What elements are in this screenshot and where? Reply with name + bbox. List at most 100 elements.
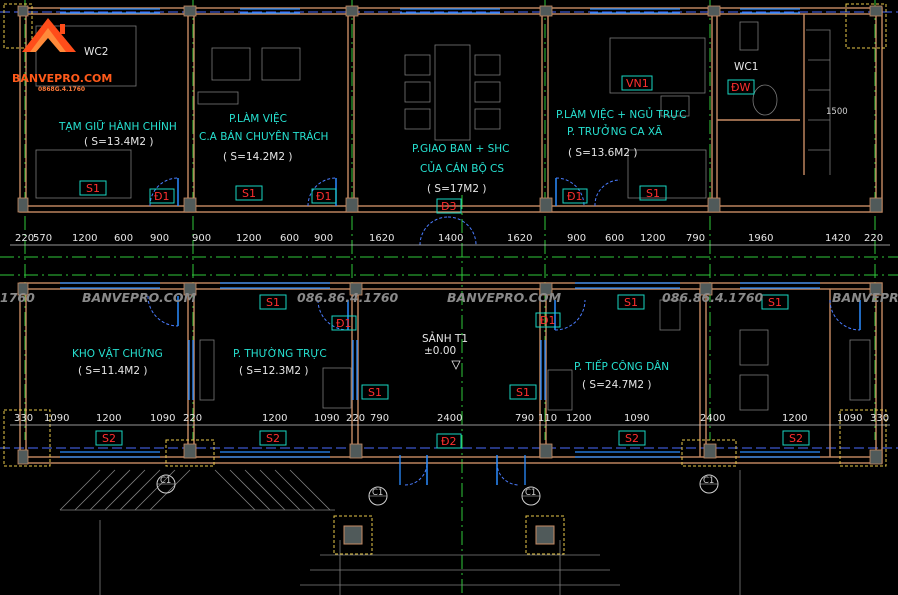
svg-text:S1: S1 — [624, 296, 638, 309]
dim-bottom: 1090 — [837, 413, 862, 424]
dim-top: 570 — [33, 233, 52, 244]
column-marker: C1 — [521, 486, 541, 506]
dim-bottom: 220 — [346, 413, 365, 424]
tag-box: S1 — [79, 180, 107, 196]
tag-box: S2 — [95, 430, 123, 446]
svg-text:Đ1: Đ1 — [336, 317, 352, 330]
tag-box: S1 — [235, 185, 263, 201]
dim-bottom: 790 — [370, 413, 389, 424]
tag-box: S1 — [361, 384, 389, 400]
stair-dimension-label: 1500 — [826, 107, 848, 117]
svg-text:S2: S2 — [266, 432, 280, 445]
briefing-room-name-1: P.GIAO BAN + SHC — [412, 143, 509, 155]
dimension-lines — [10, 244, 890, 426]
dim-bottom: 1090 — [624, 413, 649, 424]
lobby-name: SẢNH T1 — [422, 331, 468, 345]
lobby-level: ±0.00 — [424, 345, 456, 357]
banvepro-logo: BANVEPRO.COM 0868G.4.1760 — [12, 18, 112, 93]
dim-bottom: 2400 — [700, 413, 725, 424]
tag-box: S1 — [617, 294, 645, 310]
dim-bottom: 790 — [515, 413, 534, 424]
dim-bottom: 1200 — [96, 413, 121, 424]
wc2-label: WC2 — [84, 46, 108, 58]
dim-top: 1400 — [438, 233, 463, 244]
svg-text:C1: C1 — [703, 476, 714, 486]
wc1-label: WC1 — [734, 61, 758, 73]
entrance-stairs — [59, 469, 741, 595]
svg-text:S2: S2 — [789, 432, 803, 445]
entrance-columns — [333, 515, 565, 555]
office-staff-name-2: C.A BÁN CHUYÊN TRÁCH — [199, 130, 328, 143]
dim-bottom: 220 — [183, 413, 202, 424]
watermarks: 1760 BANVEPRO.COM 086.86.4.1760 BANVEPRO… — [0, 290, 898, 305]
tag-box: Đ1 — [562, 188, 588, 204]
svg-text:S1: S1 — [646, 187, 660, 200]
tag-box: S2 — [782, 430, 810, 446]
dim-top: 1200 — [72, 233, 97, 244]
svg-text:Đ3: Đ3 — [441, 200, 457, 213]
watermark-text: BANVEPRO.COM — [832, 290, 898, 305]
tag-box: Đ1 — [311, 188, 337, 204]
svg-text:S1: S1 — [768, 296, 782, 309]
svg-text:C1: C1 — [525, 488, 536, 498]
svg-text:Đ1: Đ1 — [567, 190, 583, 203]
briefing-room-area: ( S=17M2 ) — [427, 183, 486, 195]
watermark-text: 1760 — [0, 290, 35, 305]
dim-bottom: 110 — [538, 413, 557, 424]
tag-box: S1 — [259, 294, 287, 310]
svg-text:Đ1: Đ1 — [316, 190, 332, 203]
svg-text:S1: S1 — [86, 182, 100, 195]
dim-bottom: 1200 — [262, 413, 287, 424]
dim-top: 1960 — [748, 233, 773, 244]
windows — [60, 8, 820, 485]
svg-text:ĐW: ĐW — [731, 81, 751, 94]
dim-top: 1620 — [369, 233, 394, 244]
dim-bottom: 330 — [14, 413, 33, 424]
element-tags: S1 Đ1 S1 Đ1 Đ3 Đ1 S1 VN1 ĐW S1 S1 S1 Đ1 … — [79, 75, 810, 449]
column-marker: C1 — [699, 474, 719, 494]
column-marker: C1 — [156, 474, 176, 494]
chief-room-name-1: P.LÀM VIỆC + NGỦ TRỰC — [556, 107, 687, 121]
tag-box: VN1 — [621, 75, 653, 91]
watermark-text: 086.86.4.1760 — [297, 290, 399, 305]
dim-bottom: 330 — [870, 413, 889, 424]
tag-box: S2 — [259, 430, 287, 446]
dim-top: 790 — [686, 233, 705, 244]
dim-top: 600 — [280, 233, 299, 244]
svg-text:S1: S1 — [242, 187, 256, 200]
column-marker: C1 — [368, 486, 388, 506]
office-staff-area: ( S=14.2M2 ) — [223, 151, 292, 163]
watermark-text: 086.86.4.1760 — [662, 290, 764, 305]
watermark-text: BANVEPRO.COM — [447, 290, 562, 305]
dim-bottom: 1200 — [566, 413, 591, 424]
svg-text:Đ1: Đ1 — [154, 190, 170, 203]
dim-top: 220 — [864, 233, 883, 244]
dim-top: 900 — [150, 233, 169, 244]
dim-bottom: 1090 — [44, 413, 69, 424]
structural-columns — [17, 5, 883, 465]
svg-text:C1: C1 — [372, 488, 383, 498]
tag-box: Đ1 — [535, 312, 561, 328]
dim-top: 600 — [605, 233, 624, 244]
dim-top: 600 — [114, 233, 133, 244]
holding-room-name: TẠM GIỮ HÀNH CHÍNH — [58, 120, 177, 133]
office-staff-name-1: P.LÀM VIỆC — [229, 112, 287, 125]
svg-text:S2: S2 — [625, 432, 639, 445]
dim-bottom: 2400 — [437, 413, 462, 424]
svg-text:S2: S2 — [102, 432, 116, 445]
logo-name: BANVEPRO.COM — [12, 72, 112, 85]
column-reference-markers: C1 C1 C1 C1 — [156, 474, 719, 506]
tag-box: ĐW — [727, 79, 755, 95]
holding-room-area: ( S=13.4M2 ) — [84, 136, 153, 148]
chief-room-name-2: P. TRƯỞNG CA XÃ — [567, 124, 663, 138]
tag-box: S1 — [761, 294, 789, 310]
tag-box: Đ2 — [436, 433, 462, 449]
tag-box: Đ3 — [436, 198, 462, 214]
dimensions-top: 220 570 1200 600 900 900 1200 600 900 16… — [15, 233, 883, 244]
logo-phone: 0868G.4.1760 — [38, 86, 85, 93]
room-labels: WC2 TẠM GIỮ HÀNH CHÍNH ( S=13.4M2 ) P.LÀ… — [58, 46, 848, 391]
dim-top: 900 — [192, 233, 211, 244]
door-leaves — [177, 178, 861, 485]
svg-text:C1: C1 — [160, 476, 171, 486]
dim-top: 1620 — [507, 233, 532, 244]
